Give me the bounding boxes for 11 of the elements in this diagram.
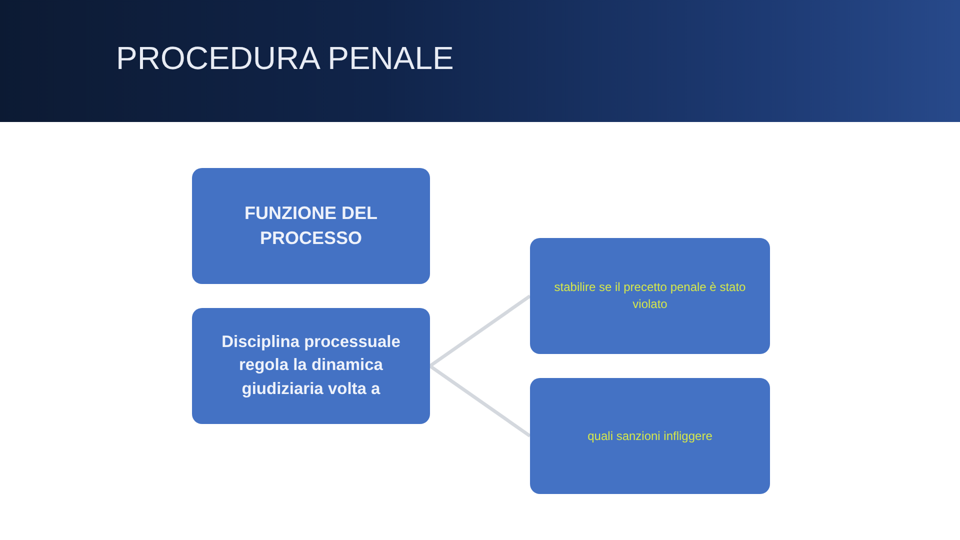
connector-line [429,364,531,438]
box-text: Disciplina processuale regola la dinamica giudiziaria volta a [220,332,402,400]
process-box [192,168,430,284]
box-text: stabilire se il precetto penale è stato violato [553,279,747,313]
box-text: quali sanzioni infliggere [588,428,712,444]
box-text: FUNZIONE DEL PROCESSO [244,202,378,250]
process-box [530,238,770,354]
process-box [192,308,430,424]
slide-title: PROCEDURA PENALE [116,40,454,77]
connector-line [429,294,531,368]
process-box [530,378,770,494]
